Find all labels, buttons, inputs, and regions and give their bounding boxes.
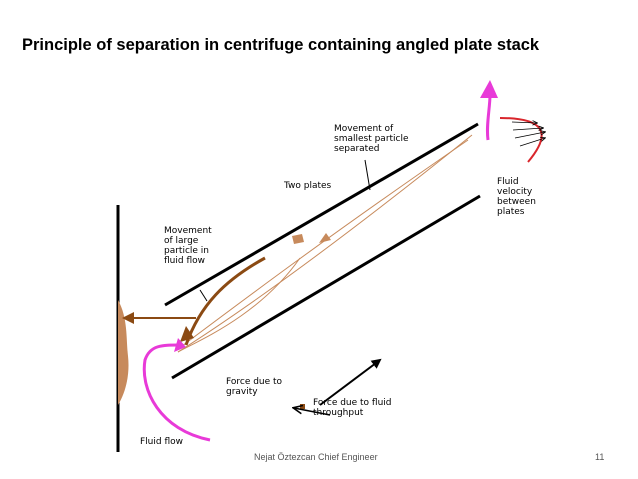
label-large-particle: Movement of large particle in fluid flow [164,226,212,266]
fluid-inflow-path [142,343,211,442]
smallest-particle-leader [364,159,371,191]
upper-plate [164,122,479,307]
throughput-origin [300,404,305,409]
footer-author: Nejat Öztezcan Chief Engineer [254,452,378,462]
lower-plate [171,194,481,380]
smallest-particle-path-3 [177,257,301,353]
label-throughput: Force due to fluid throughput [313,398,392,418]
velocity-vector-2 [512,128,543,130]
label-two-plates: Two plates [284,181,332,191]
sediment-layer [118,300,129,405]
large-particle-exit-arrowhead [122,312,134,324]
slide-title: Principle of separation in centrifuge co… [22,36,540,54]
fluid-outflow-path [485,94,492,141]
fluid-inflow-arrowhead [174,338,186,352]
particle-arrowhead [319,233,331,243]
large-particle-path [184,256,266,346]
smallest-particle-path-2 [181,139,469,347]
smallest-particle-path [177,134,473,353]
label-fluid-velocity: Fluid velocity between plates [497,177,536,217]
velocity-vector-1 [511,122,537,123]
label-smallest-particle: Movement of smallest particle separated [334,124,409,154]
large-particle-leader [199,289,208,302]
gravity-arrow [294,408,331,416]
throughput-arrow [319,358,382,406]
large-particle-arrowhead [180,326,194,342]
velocity-profile-curve [499,117,543,163]
velocity-vector-4 [519,138,545,147]
label-fluid-flow: Fluid flow [140,437,183,447]
velocity-vector-3 [514,132,545,139]
label-gravity: Force due to gravity [226,377,283,397]
fluid-outflow-arrowhead [480,80,498,98]
small-particle [292,234,304,244]
page-number: 11 [595,452,605,462]
